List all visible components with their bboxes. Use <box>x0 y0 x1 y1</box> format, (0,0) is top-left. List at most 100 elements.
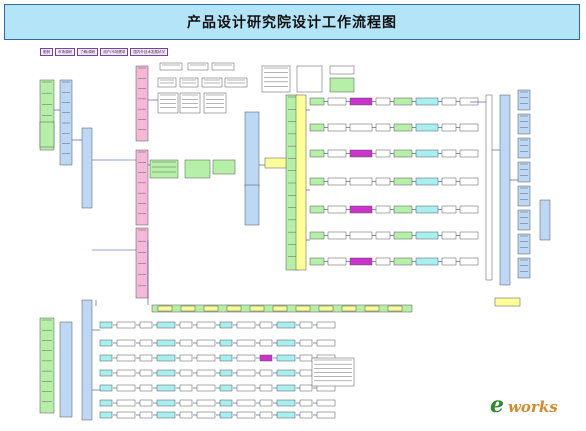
lower-step-box <box>316 399 336 407</box>
top-task-box <box>157 92 179 114</box>
band-chip <box>364 305 380 312</box>
eworks-logo-e: e <box>490 392 504 418</box>
lower-step-box <box>276 321 296 329</box>
lower-step-box <box>99 321 113 329</box>
process-step-box <box>327 231 347 240</box>
process-step-box <box>459 231 479 240</box>
process-step-box <box>349 231 373 240</box>
mid-pillar-1 <box>244 111 260 188</box>
right-stack-box <box>517 233 531 255</box>
band-chip <box>341 305 357 312</box>
top-task-box <box>201 77 223 88</box>
band-end <box>494 297 521 307</box>
mid-yellow <box>264 157 290 169</box>
process-step-box <box>327 177 347 186</box>
process-step-box <box>349 97 373 106</box>
lower-step-box <box>236 399 256 407</box>
lower-step-box <box>276 369 296 377</box>
lower-step-box <box>196 399 216 407</box>
lower-step-box <box>116 369 136 377</box>
legend-item: 了解/调研 <box>77 48 99 56</box>
lower-step-box <box>259 369 273 377</box>
right-stack-box <box>517 113 531 135</box>
process-step-box <box>327 257 347 266</box>
process-step-box <box>327 149 347 158</box>
lower-step-box <box>299 354 313 362</box>
lower-step-box <box>196 354 216 362</box>
design-node-green-3 <box>212 159 236 175</box>
lower-step-box <box>196 321 216 329</box>
right-pillar <box>499 94 511 286</box>
process-step-box <box>309 149 325 158</box>
lower-step-box <box>259 411 273 419</box>
band-chip <box>226 305 242 312</box>
process-step-box <box>393 177 413 186</box>
lower-step-box <box>299 384 313 392</box>
lower-step-box <box>196 369 216 377</box>
right-stack-box <box>517 209 531 231</box>
title-bar: 产品设计研究院设计工作流程图 <box>4 4 580 40</box>
lower-step-box <box>276 411 296 419</box>
mid-top-green <box>329 77 355 93</box>
lower-step-box <box>99 399 113 407</box>
lower-step-box <box>156 339 176 347</box>
top-task-box <box>224 77 248 88</box>
legend-strip: 图例 市场调研 了解/调研 用户/市场需求 国内外技术发展状况 <box>40 48 215 56</box>
lower-step-box <box>219 354 233 362</box>
process-step-box <box>309 97 325 106</box>
right-thin-pillar <box>485 94 493 281</box>
lower-step-box <box>219 399 233 407</box>
lower-table-box <box>311 357 355 387</box>
process-step-box <box>441 177 457 186</box>
band-chip <box>295 305 311 312</box>
right-end-box <box>539 199 551 241</box>
lower-step-box <box>236 321 256 329</box>
lower-step-box <box>156 369 176 377</box>
top-task-box <box>187 62 209 71</box>
lower-step-box <box>179 411 193 419</box>
left-node-bottom-1 <box>39 317 55 414</box>
lower-step-box <box>299 411 313 419</box>
lower-step-box <box>196 384 216 392</box>
lower-step-box <box>236 384 256 392</box>
left-node-sub <box>39 121 55 148</box>
lower-step-box <box>276 399 296 407</box>
band-chip <box>272 305 288 312</box>
process-step-box <box>327 97 347 106</box>
right-stack-box <box>517 137 531 159</box>
mid-top-box <box>261 65 291 93</box>
process-step-box <box>309 257 325 266</box>
lower-step-box <box>139 339 153 347</box>
process-step-box <box>459 205 479 214</box>
lower-step-box <box>276 384 296 392</box>
lower-step-box <box>179 384 193 392</box>
process-step-box <box>375 177 391 186</box>
left-node-bottom-2 <box>59 321 73 418</box>
design-node-green-2 <box>184 159 211 179</box>
process-step-box <box>349 149 373 158</box>
process-step-box <box>393 205 413 214</box>
process-step-box <box>441 231 457 240</box>
lower-step-box <box>299 399 313 407</box>
lower-step-box <box>99 339 113 347</box>
lower-step-box <box>156 399 176 407</box>
lower-step-box <box>116 399 136 407</box>
process-step-box <box>375 123 391 132</box>
process-step-box <box>441 149 457 158</box>
lower-step-box <box>179 339 193 347</box>
lower-step-box <box>259 354 273 362</box>
lower-step-box <box>156 411 176 419</box>
band-chip <box>387 305 403 312</box>
lower-step-box <box>139 384 153 392</box>
process-step-box <box>393 123 413 132</box>
process-step-box <box>415 177 439 186</box>
process-step-box <box>459 149 479 158</box>
left-pillar-2 <box>81 127 93 209</box>
eworks-logo-works: works <box>508 398 558 416</box>
band-chip <box>157 305 173 312</box>
lower-step-box <box>219 339 233 347</box>
lower-step-box <box>259 339 273 347</box>
lower-step-box <box>156 384 176 392</box>
lower-step-box <box>196 339 216 347</box>
